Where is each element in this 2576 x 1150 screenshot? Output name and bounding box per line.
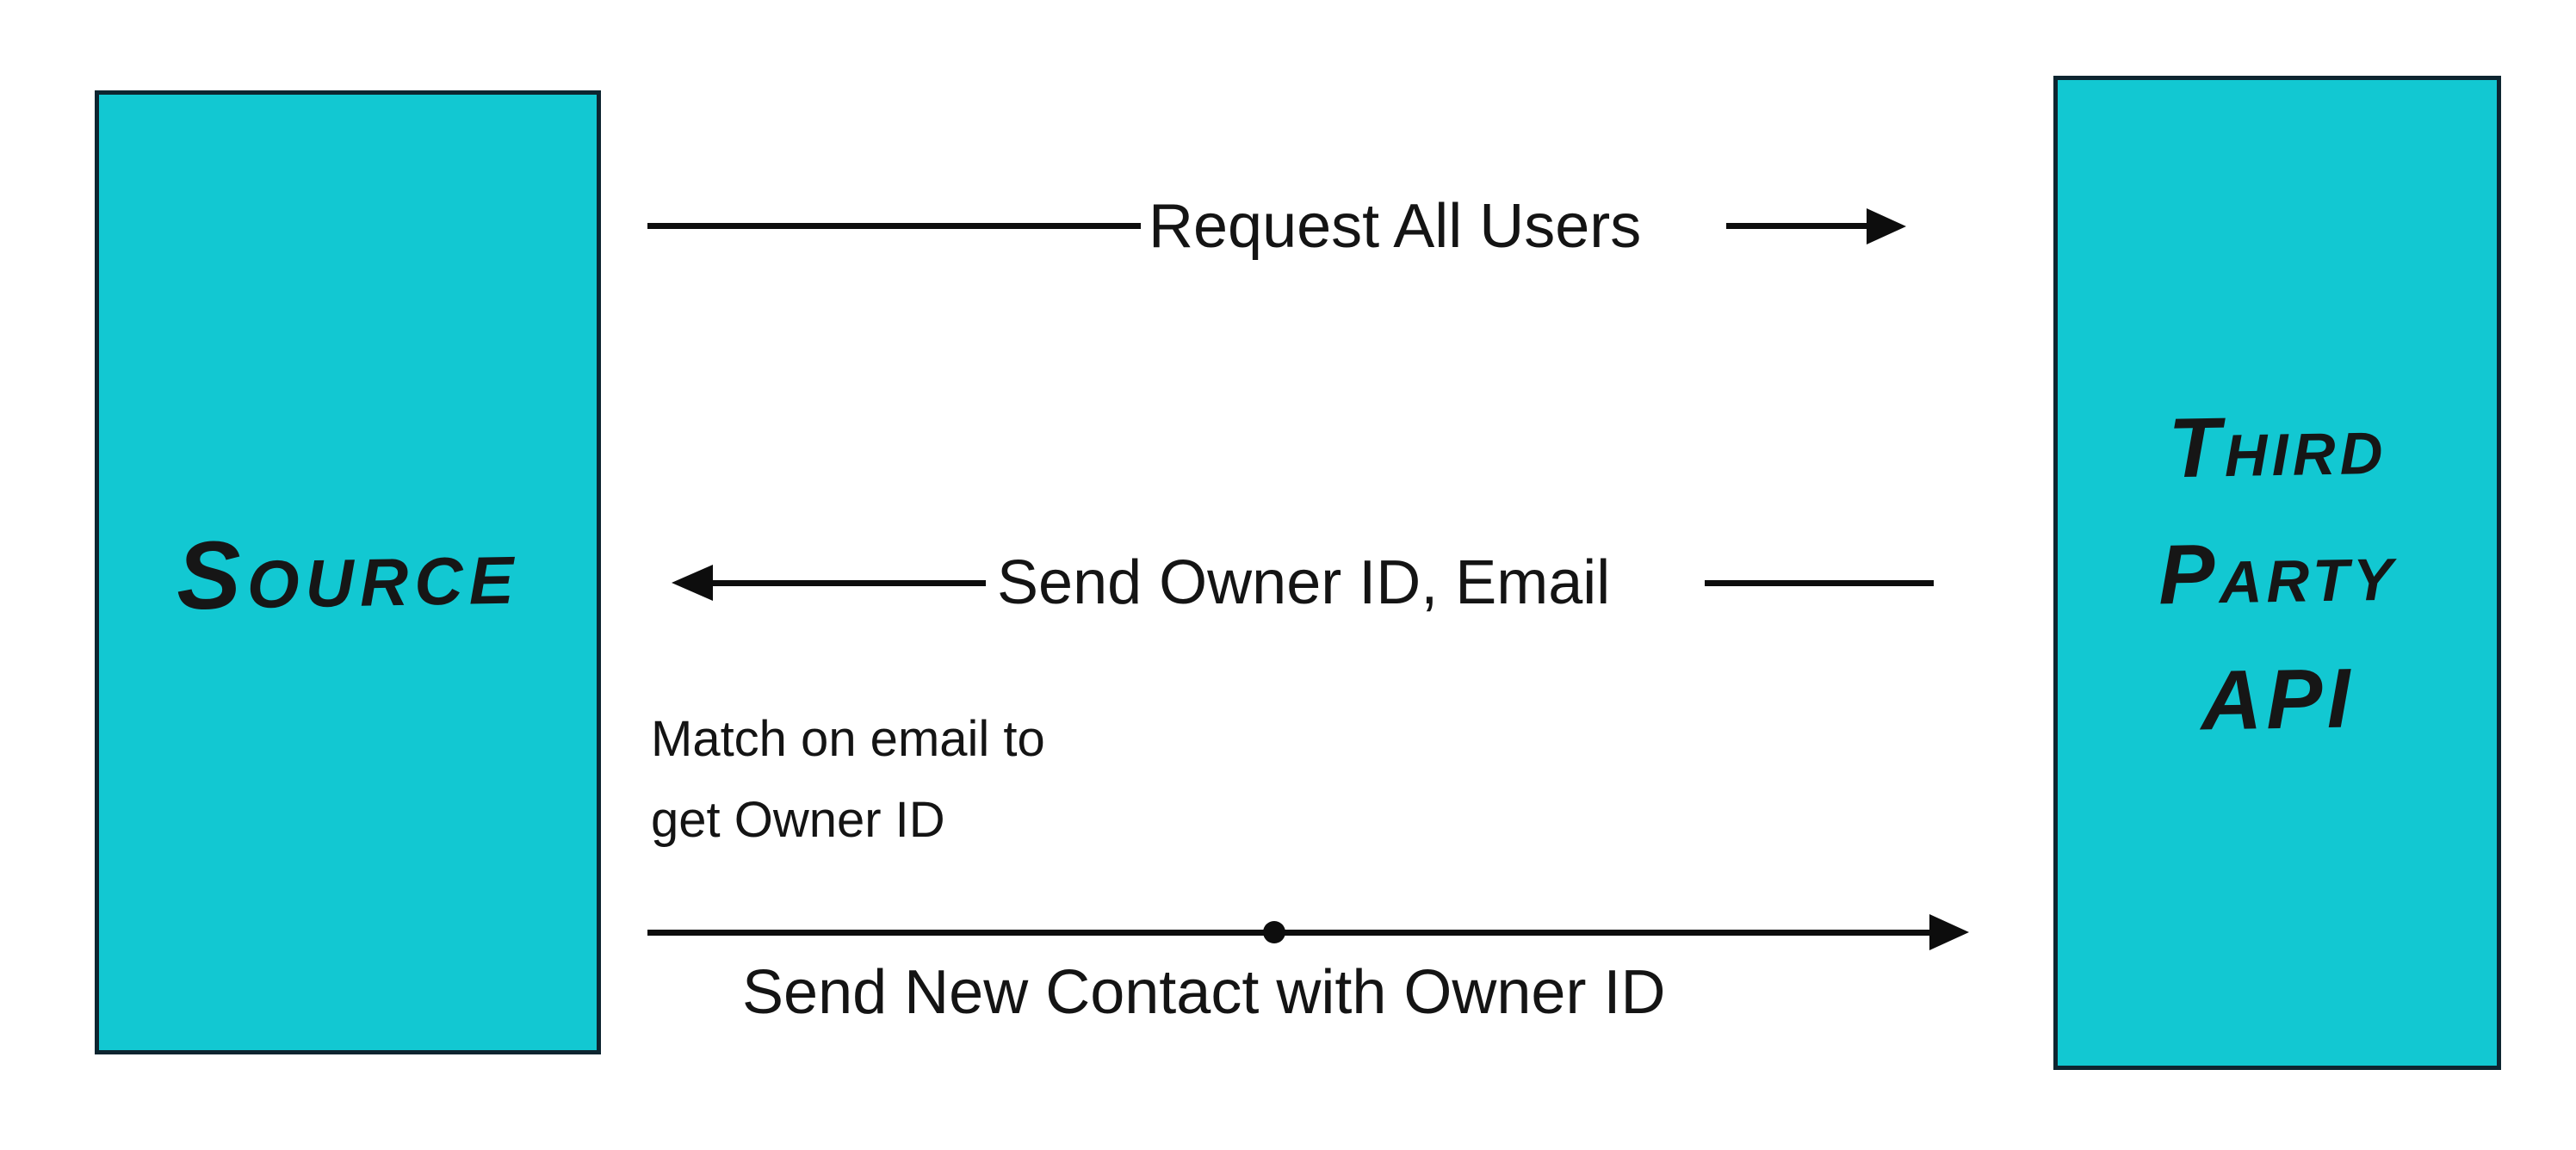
match-on-email-note: Match on email to get Owner ID <box>651 699 1045 861</box>
third-party-api-box: Third Party API <box>2053 76 2501 1070</box>
left-arrowhead-icon <box>672 565 713 601</box>
note-line2: get Owner ID <box>651 792 945 848</box>
send-owner-id-line-right <box>1705 580 1934 586</box>
note-line1: Match on email to <box>651 711 1045 767</box>
third-party-label-line2: Party <box>2157 522 2398 622</box>
right-arrowhead-icon <box>1867 208 1906 244</box>
source-box-label: Source <box>175 516 521 629</box>
midpoint-dot <box>1263 921 1285 943</box>
send-new-contact-line <box>647 930 1932 936</box>
send-new-contact-label: Send New Contact with Owner ID <box>742 958 1666 1027</box>
request-all-users-line-right <box>1726 223 1873 229</box>
send-owner-id-label: Send Owner ID, Email <box>997 548 1611 617</box>
send-owner-id-line-left <box>709 580 986 586</box>
third-party-label-line1: Third <box>2167 396 2387 496</box>
request-all-users-label: Request All Users <box>1149 192 1642 261</box>
right-arrowhead-icon <box>1929 914 1969 950</box>
source-box: Source <box>95 90 601 1054</box>
third-party-label-line3: API <box>2199 650 2356 748</box>
request-all-users-line-left <box>647 223 1141 229</box>
